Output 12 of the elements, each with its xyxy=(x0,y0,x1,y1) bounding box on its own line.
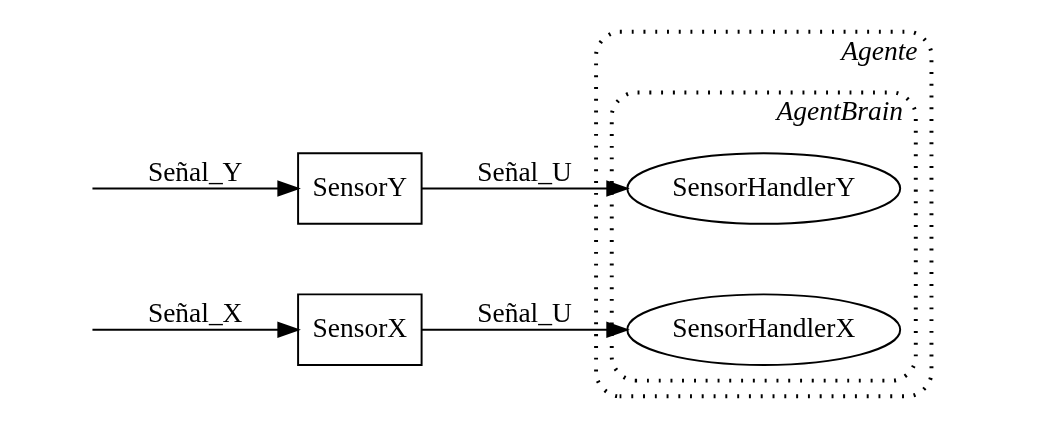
edge-label: Señal_U xyxy=(477,298,572,329)
edge-label: Señal_U xyxy=(477,157,572,188)
node-ellipse: SensorHandlerY xyxy=(626,152,902,225)
edge-label: Señal_X xyxy=(147,298,243,329)
edge-label: Señal_Y xyxy=(147,157,243,188)
arrow xyxy=(420,180,630,197)
arrow xyxy=(91,321,301,338)
node-box: SensorX xyxy=(297,293,423,366)
node-ellipse: SensorHandlerX xyxy=(626,293,902,366)
arrow xyxy=(420,321,630,338)
node-box: SensorY xyxy=(297,152,423,225)
arrow xyxy=(91,180,301,197)
